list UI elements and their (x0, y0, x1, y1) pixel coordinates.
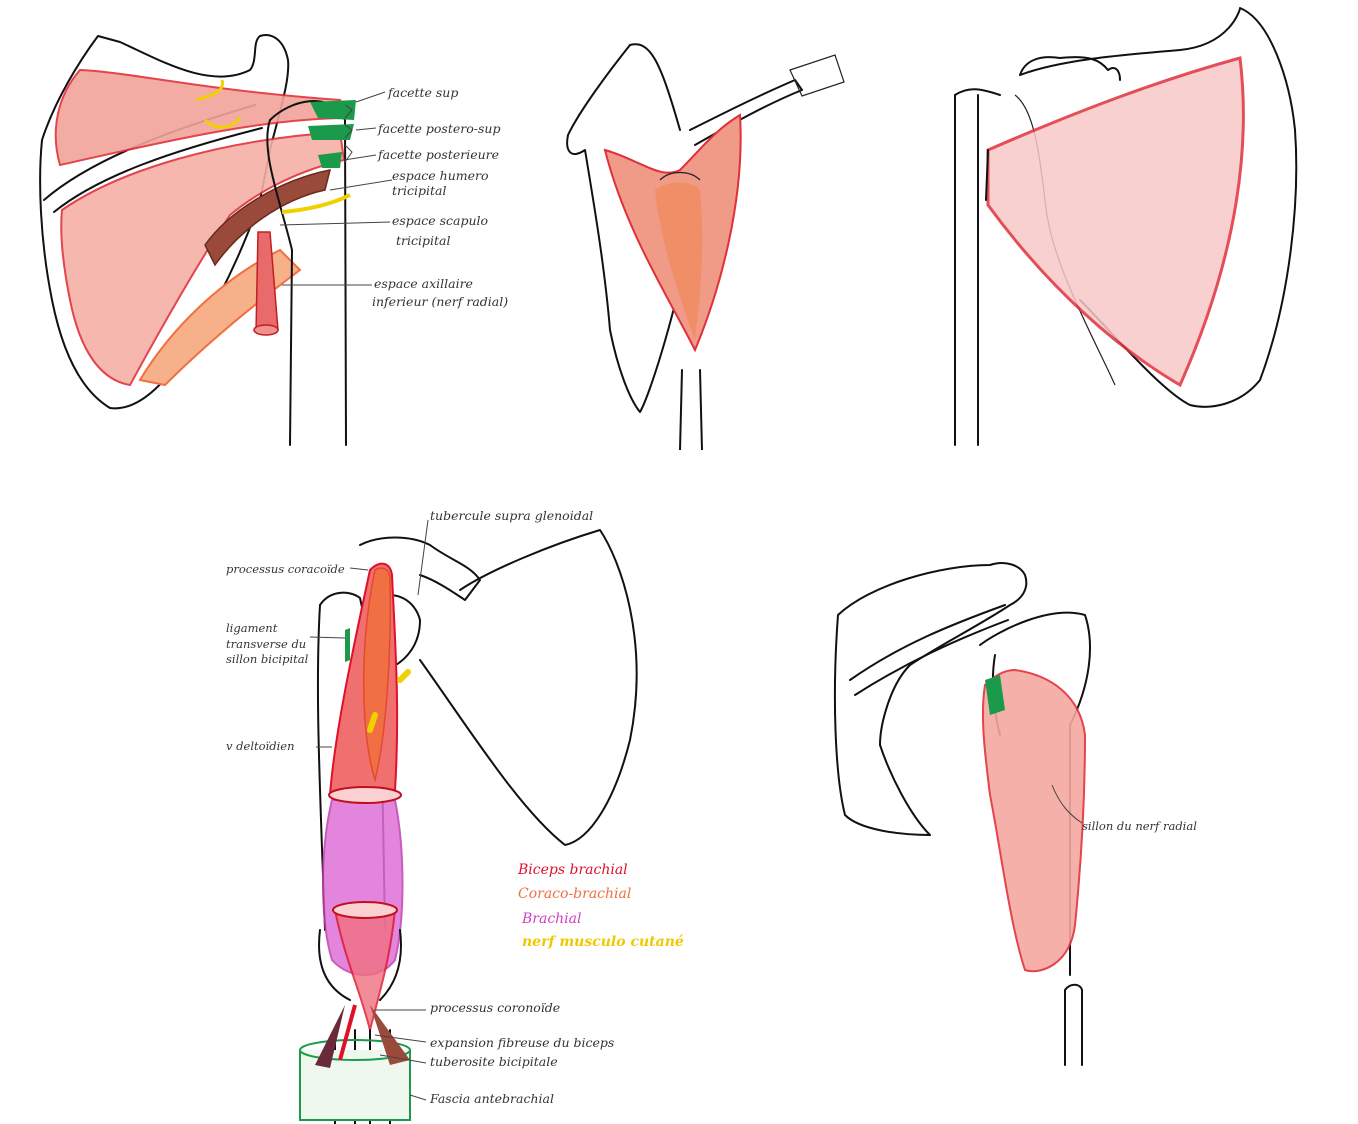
label-espace-humero-1: espace humero (392, 168, 489, 183)
humerus-2 (679, 369, 703, 450)
label-espace-scapulo-1: espace scapulo (392, 213, 488, 228)
suprascapular-nerve (195, 79, 242, 129)
label-deltoidien: v deltoïdien (226, 739, 294, 753)
label-ligament-2: transverse du (226, 637, 306, 651)
label-facette-posterieure: facette posterieure (377, 147, 499, 162)
label-sillon: sillon du nerf radial (1082, 819, 1197, 833)
triceps-diagram: sillon du nerf radial (833, 562, 1197, 1066)
facette-postero-sup-green (308, 124, 354, 140)
biceps-cross-section-upper (328, 786, 402, 804)
triceps-green (985, 675, 1005, 715)
facette-posterieure-green (318, 152, 342, 168)
infraspinatus-muscle-3 (986, 56, 1245, 388)
musculocutaneous-nerve (367, 669, 411, 733)
label-tuberosite: tuberosite bicipitale (430, 1054, 558, 1069)
deltoid-middle (655, 182, 703, 340)
biceps-cross-section-lower (332, 901, 398, 919)
radial-nerve-cylinder (255, 231, 279, 333)
scapula-outline-5 (833, 562, 1028, 836)
posterior-shoulder-diagram: facette sup facette postero-sup facette … (39, 34, 508, 446)
facette-sup-green (310, 100, 356, 120)
legend-nerf: nerf musculo cutané (522, 934, 684, 950)
label-espace-axillaire-1: espace axillaire (374, 276, 473, 291)
label-expansion: expansion fibreuse du biceps (430, 1035, 614, 1050)
scapula-outline-3 (1019, 7, 1298, 408)
label-processus-coracoide: processus coracoïde (226, 562, 345, 576)
supraspinatus-muscle (54, 68, 350, 167)
label-facette-postero-sup: facette postero-sup (377, 121, 500, 136)
label-facette-sup: facette sup (387, 85, 458, 100)
clavicle-2 (689, 79, 803, 146)
posterior-scapula-diagram (954, 7, 1298, 446)
label-ligament-1: ligament (226, 621, 278, 635)
clavicle-end-2 (789, 54, 845, 97)
label-tubercule: tubercule supra glenoidal (430, 508, 593, 523)
forearm-5 (1064, 983, 1083, 1066)
label-espace-humero-2: tricipital (392, 183, 446, 198)
expansion-fibreuse (315, 1005, 345, 1068)
scapula-outline-4 (419, 529, 638, 846)
muscle-legend: Biceps brachial Coraco-brachial Brachial… (517, 862, 684, 950)
label-fascia: Fascia antebrachial (429, 1091, 554, 1106)
legend-coraco-brachial: Coraco-brachial (518, 886, 631, 902)
label-ligament-3: sillon bicipital (226, 652, 309, 666)
label-processus-coronoide: processus coronoïde (430, 1000, 560, 1015)
legend-brachial: Brachial (521, 911, 582, 927)
humerus-3-left (954, 94, 979, 446)
coracoid-4 (359, 536, 481, 601)
scapula-outline-2 (566, 44, 691, 413)
label-espace-scapulo-2: tricipital (396, 233, 450, 248)
axillary-nerve (281, 193, 351, 214)
deltoid-diagram (566, 43, 845, 450)
label-espace-axillaire-2: inferieur (nerf radial) (372, 294, 508, 309)
legend-biceps: Biceps brachial (517, 862, 628, 878)
triceps-muscle (981, 668, 1087, 973)
biceps-diagram: tubercule supra glenoidal processus cora… (226, 508, 684, 1124)
acromion-3 (1019, 56, 1121, 81)
triceps-long-head (204, 169, 332, 267)
